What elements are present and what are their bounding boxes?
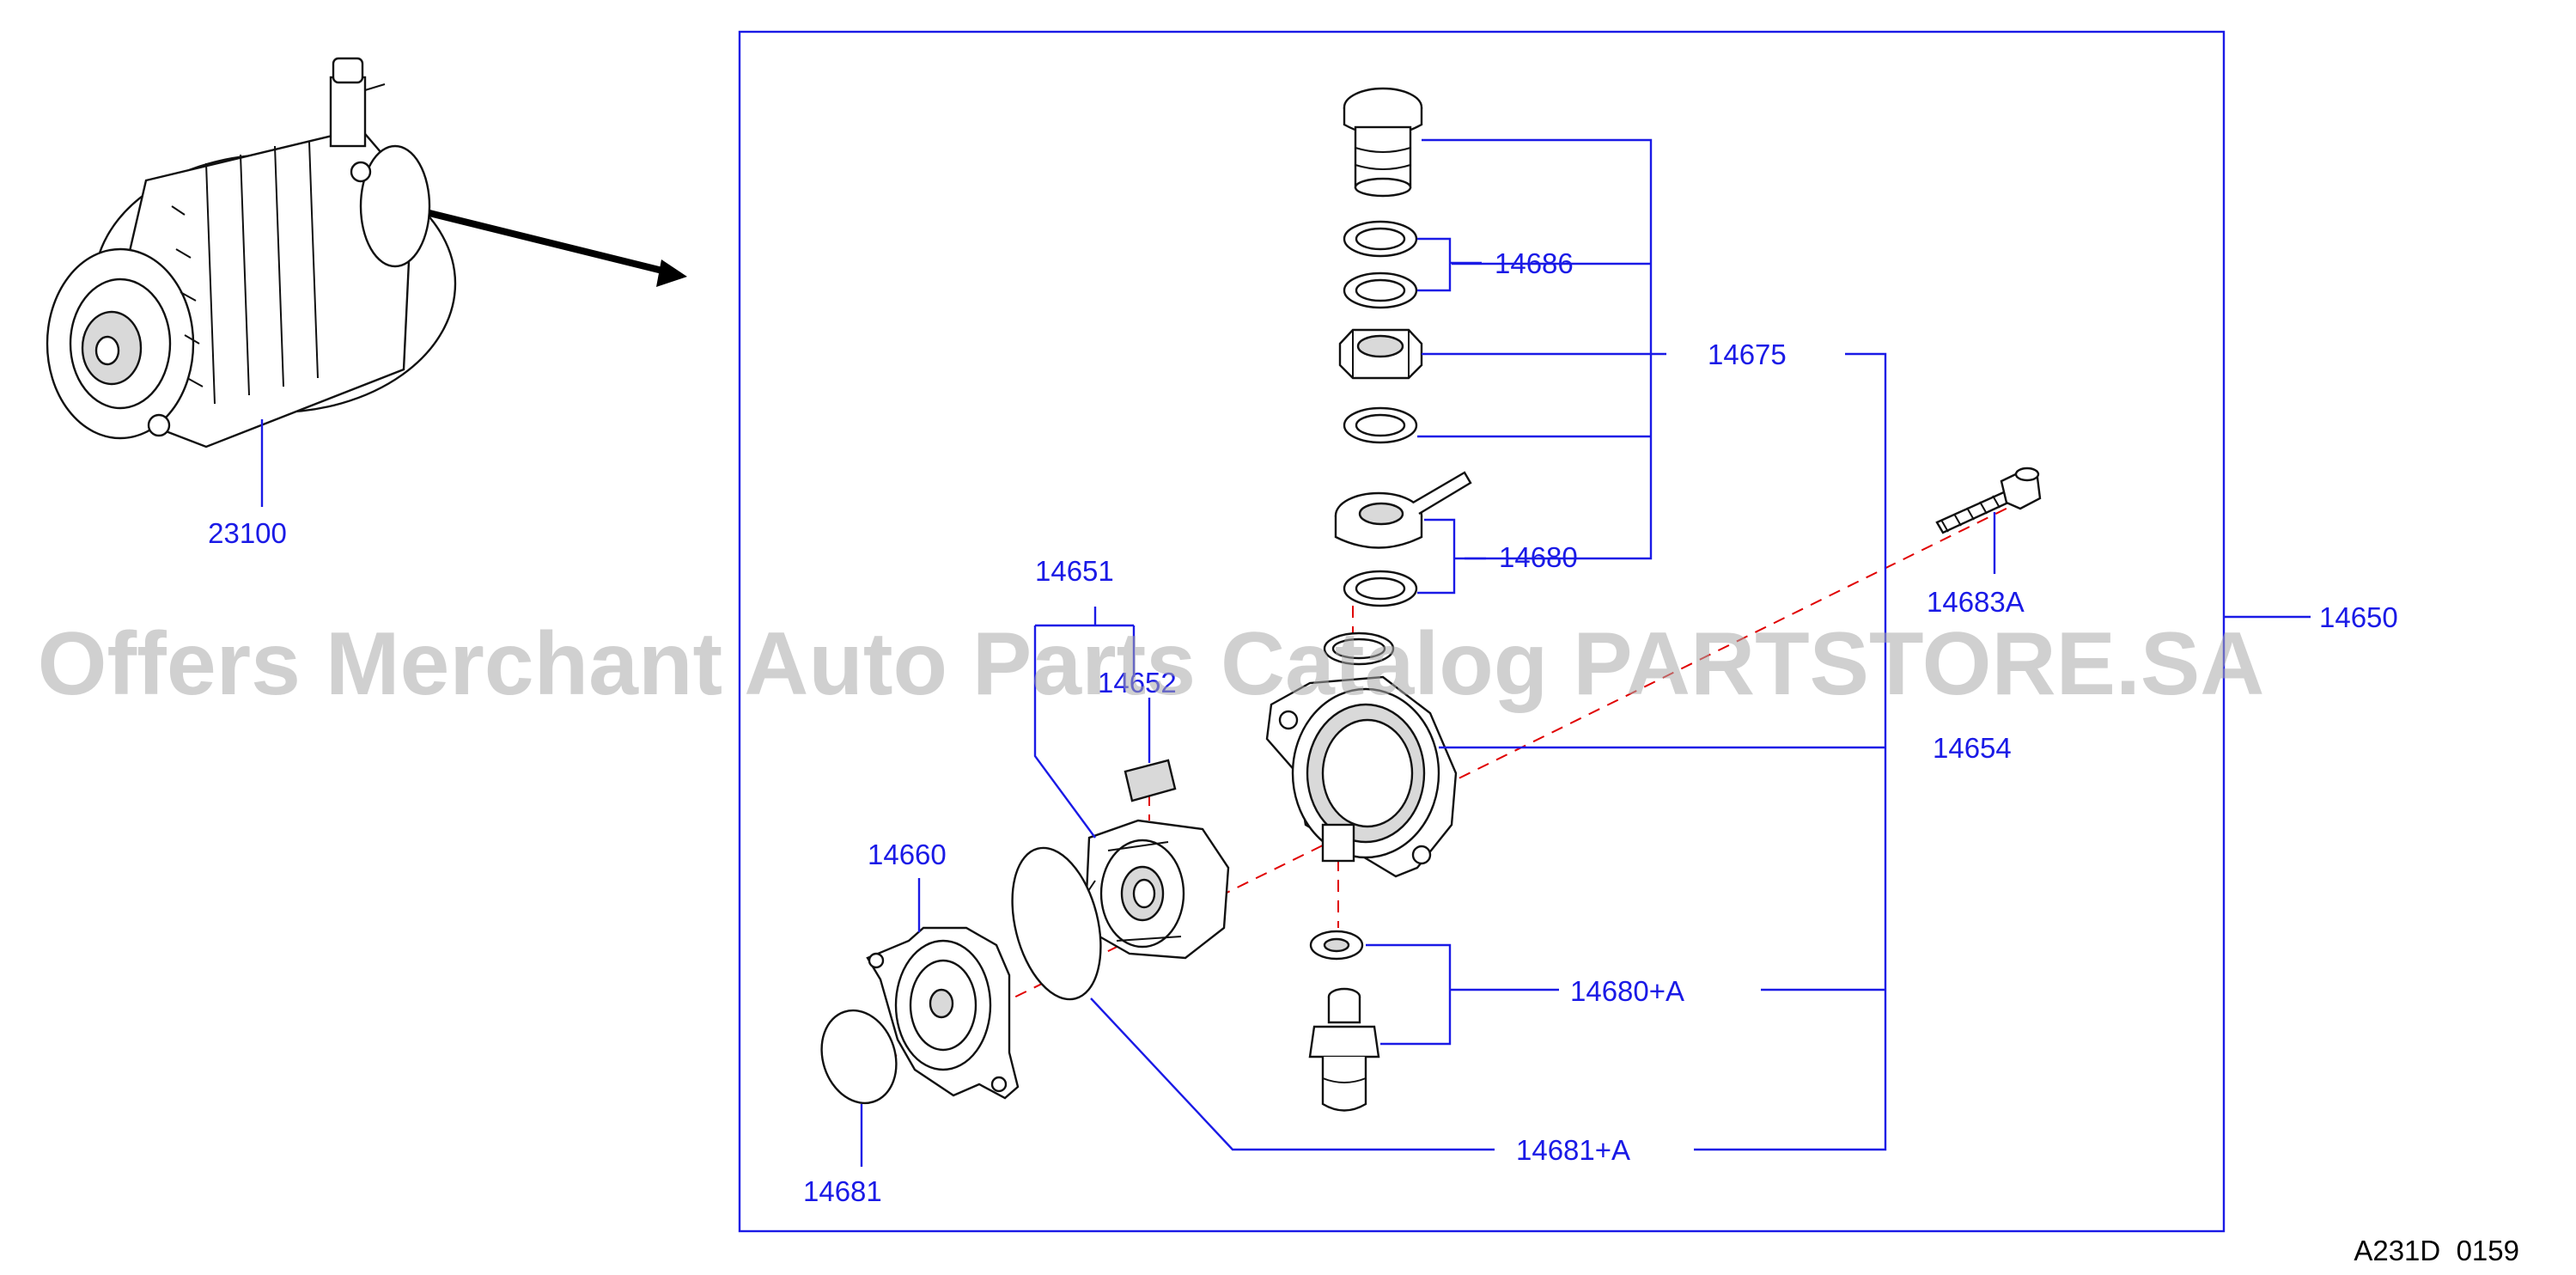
label-14683a: 14683A — [1927, 586, 2025, 618]
label-14651: 14651 — [1035, 555, 1114, 587]
label-14681: 14681 — [803, 1175, 882, 1207]
reference-code: A231D 0159 — [2354, 1235, 2519, 1266]
vane-blade-illustration — [1124, 759, 1177, 802]
label-14652: 14652 — [1098, 667, 1177, 699]
cap-illustration — [820, 1009, 898, 1105]
label-14654: 14654 — [1933, 732, 2012, 764]
label-14650: 14650 — [2319, 601, 2398, 633]
assembly-boundary-box — [738, 30, 2226, 1233]
lower-fitting-illustration — [1308, 987, 1380, 1112]
gasket-illustration — [1011, 846, 1102, 1001]
o-ring-illustration — [1323, 631, 1395, 666]
label-14681a: 14681+A — [1516, 1134, 1630, 1166]
rotor-illustration — [1085, 819, 1230, 960]
label-14680: 14680 — [1499, 541, 1578, 573]
washer-illustration-1 — [1343, 220, 1418, 258]
banjo-bolt-illustration — [1343, 87, 1423, 198]
label-14686: 14686 — [1495, 247, 1574, 279]
lower-washer-illustration — [1309, 930, 1364, 961]
alternator-illustration — [46, 57, 457, 448]
banjo-fitting-illustration — [1334, 471, 1472, 549]
pump-housing-illustration — [1265, 675, 1458, 878]
leader-lines — [860, 138, 2311, 1167]
watermark-text: Offers Merchant Auto Parts Catalog PARTS… — [38, 614, 2265, 714]
direction-arrow — [429, 210, 687, 287]
label-14680a: 14680+A — [1570, 975, 1684, 1007]
bolt-illustration — [1935, 467, 2042, 534]
washer-illustration-3 — [1343, 406, 1418, 444]
nut-illustration — [1338, 328, 1423, 380]
cover-illustration — [866, 926, 1020, 1100]
washer-illustration-4 — [1343, 570, 1418, 607]
label-23100: 23100 — [208, 517, 287, 549]
label-14675: 14675 — [1708, 339, 1787, 370]
label-14660: 14660 — [868, 839, 947, 870]
washer-illustration-2 — [1343, 271, 1418, 309]
